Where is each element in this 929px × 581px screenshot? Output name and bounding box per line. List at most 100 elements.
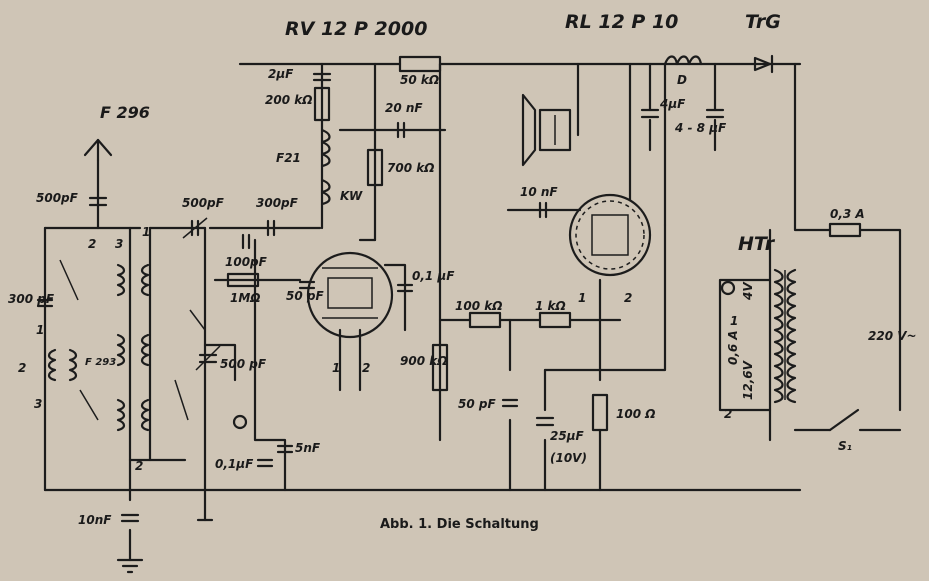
rectifier-label: TrG [745,11,781,33]
label-700k: 700 kΩ [387,161,434,175]
cap-50pF-grid [298,280,316,290]
label-50k: 50 kΩ [400,73,439,87]
tube-rv12p2000-label: RV 12 P 2000 [285,18,427,40]
coil-F293 [36,298,78,382]
transformer-HTr [720,268,797,404]
cap-2uF [312,72,332,82]
label-4-8uF: 4 - 8 μF [674,121,727,135]
pin-label: 2 [18,361,26,375]
label-500pF-ant: 500pF [36,191,79,205]
label-900k: 900 kΩ [400,354,447,368]
label-5nF: 5nF [295,441,321,455]
label-50pF-mid: 50 pF [458,397,496,411]
label-mains: 220 V~ [868,329,917,343]
pin-label: 2 [135,459,143,473]
label-f293: F 293 [85,357,116,368]
pin-label: 2 [724,407,732,421]
label-10V: (10V) [550,451,587,465]
label-100k: 100 kΩ [455,299,502,313]
coil-F296 [59,259,206,432]
resistor-1M [226,272,260,288]
cap-20nF [396,121,406,139]
pin-label: 2 [88,237,96,251]
label-500pF-top: 500pF [182,196,225,210]
cap-01uF-bottom [256,458,274,468]
pin-label: 3 [115,237,123,251]
switch-S1 [828,408,860,432]
pin-label: 1 [730,314,738,328]
label-200k: 200 kΩ [265,93,312,107]
label-01uF-tube: 0,1 μF [412,269,455,283]
cap-300pF-top [266,219,276,237]
labels: RV 12 P 2000 RL 12 P 10 TrG F 296 2μF 20… [8,11,917,532]
tube-rl12p10 [568,193,652,277]
pin-label: 3 [34,397,42,411]
pickup-jack [232,414,248,430]
pin-label: 1 [36,323,44,337]
cap-100pF [241,233,251,250]
wiring [43,62,902,562]
label-300pF-left: 300 pF [8,292,55,306]
label-50pF-grid: 50 pF [286,289,324,303]
tube-rl12p10-label: RL 12 P 10 [565,11,678,33]
label-10nF-bot: 10nF [78,513,112,527]
choke-F21 [320,128,331,168]
ground-symbol [116,518,214,574]
tube-rv12p2000 [306,251,394,339]
label-100pF: 100pF [225,255,268,269]
resistor-900k [431,343,449,392]
fuse [828,222,862,238]
cap-5nF [276,444,294,454]
rectifier-TrG [753,54,774,74]
pin-label: 2 [624,291,632,305]
label-300pF-top: 300pF [256,196,299,210]
resistor-100k [468,311,502,329]
pin-label: 1 [332,361,340,375]
choke-D [663,55,703,66]
label-12-6v: 12,6V [741,359,755,400]
label-kw: KW [340,189,363,203]
label-100ohm: 100 Ω [616,407,655,421]
label-500pF-var: 500 pF [220,357,267,371]
cap-500pF-top [182,217,208,239]
cap-10nF-bottom [120,513,140,523]
cap-500pF-antenna [88,196,108,207]
label-1M: 1MΩ [230,291,261,305]
cap-01uF-tube [396,283,414,293]
resistor-700k [366,148,384,187]
label-switch: S₁ [838,439,852,453]
figure-caption: Abb. 1. Die Schaltung [380,517,539,532]
loudspeaker [521,93,572,167]
cap-4-8uF [705,108,725,119]
cap-500pF-variable [195,345,221,371]
coil-f296-label: F 296 [100,103,150,122]
label-2uF: 2μF [268,67,294,81]
label-4uF: 4μF [659,97,686,111]
cap-50pF-mid [501,398,519,408]
resistor-100 [591,393,609,432]
label-4v: 4V [741,281,755,301]
label-f21: F21 [276,151,301,165]
resistor-200k [313,86,331,122]
label-fuse: 0,3 A [830,207,865,221]
label-10nF-mid: 10 nF [520,185,558,199]
choke-KW [320,178,331,206]
pin-label: 1 [142,225,150,239]
pin-label: 2 [362,361,370,375]
label-1k: 1 kΩ [535,299,566,313]
label-01uF-bot: 0,1μF [215,457,254,471]
pin-label: 1 [578,291,586,305]
resistor-1k [538,311,572,329]
cap-4uF [640,108,660,119]
label-choke-D: D [677,73,687,87]
antenna [83,138,113,162]
resistor-50k [398,55,442,73]
label-25uF: 25μF [550,429,585,443]
label-htr: HTr [738,233,776,255]
label-20nF: 20 nF [385,101,423,115]
cap-10nF-mid [538,201,548,219]
cap-25uF [535,416,555,427]
label-0-6a: 0,6 A [726,330,740,365]
